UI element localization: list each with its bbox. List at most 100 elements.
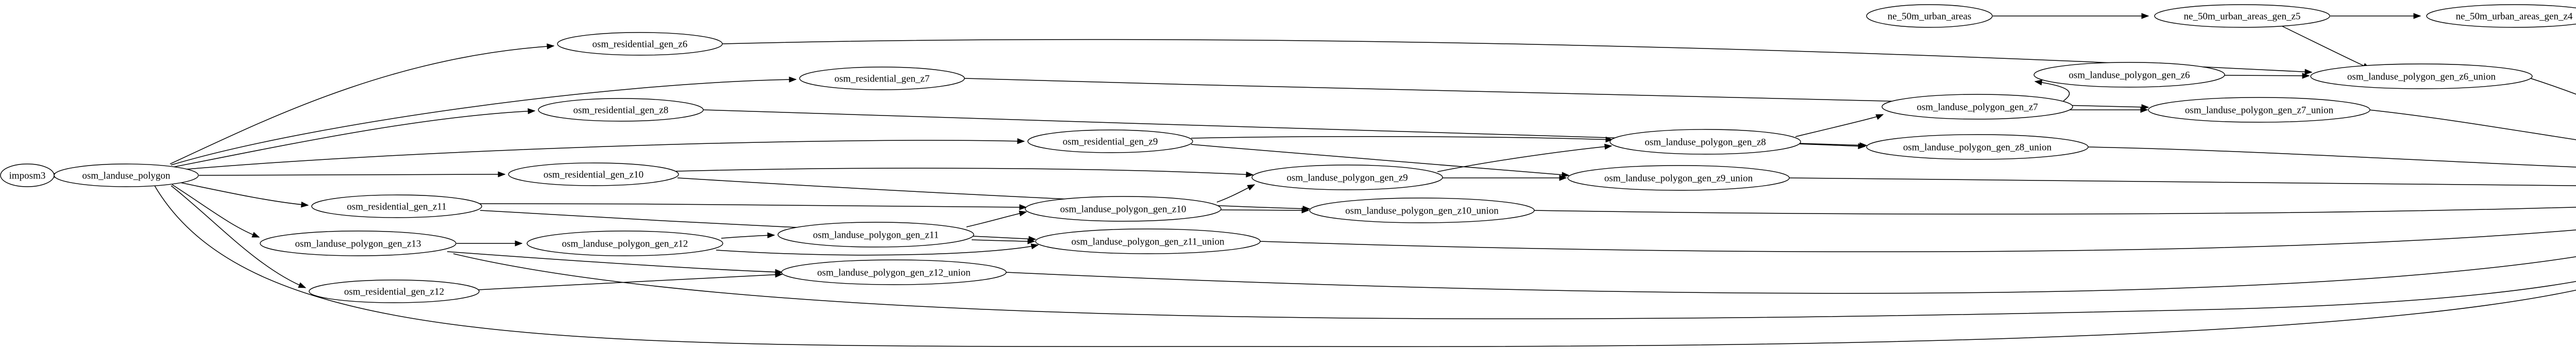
graph-node-osm_landuse_polygon_gen_z8[interactable]: osm_landuse_polygon_gen_z8 — [1609, 129, 1801, 155]
node-ellipse[interactable] — [260, 231, 456, 256]
edge-line — [170, 45, 554, 164]
edge-arrowhead — [1247, 184, 1256, 191]
graph-node-ne_50m_urban_areas[interactable]: ne_50m_urban_areas — [1866, 4, 1993, 28]
graph-edge — [2224, 73, 2310, 79]
edge-line — [1533, 206, 2576, 215]
edge-line — [2035, 81, 2070, 102]
node-ellipse[interactable] — [309, 279, 480, 303]
edge-arrowhead — [1019, 204, 1027, 210]
node-ellipse[interactable] — [1609, 129, 1801, 155]
edge-line — [1437, 145, 1612, 172]
edge-line — [966, 211, 1027, 227]
graph-node-osm_landuse_polygon_gen_z12[interactable]: osm_landuse_polygon_gen_z12 — [527, 231, 723, 256]
node-label: imposm3 — [9, 171, 46, 182]
graph-node-osm_landuse_polygon_gen_z9[interactable]: osm_landuse_polygon_gen_z9 — [1251, 164, 1443, 190]
graph-node-osm_landuse_polygon[interactable]: osm_landuse_polygon — [54, 163, 199, 187]
node-ellipse[interactable] — [1027, 129, 1193, 153]
graph-edge — [1993, 13, 2149, 19]
node-ellipse[interactable] — [1309, 198, 1535, 223]
graph-node-osm_residential_gen_z12[interactable]: osm_residential_gen_z12 — [309, 279, 480, 303]
graph-node-osm_residential_gen_z8[interactable]: osm_residential_gen_z8 — [538, 98, 704, 122]
graph-node-osm_landuse_polygon_gen_z9_union[interactable]: osm_landuse_polygon_gen_z9_union — [1567, 165, 1790, 191]
node-ellipse[interactable] — [54, 163, 199, 187]
graph-node-osm_landuse_polygon_gen_z10_union[interactable]: osm_landuse_polygon_gen_z10_union — [1309, 198, 1535, 223]
node-ellipse[interactable] — [508, 162, 679, 186]
node-ellipse[interactable] — [1866, 4, 1993, 28]
node-ellipse[interactable] — [2033, 62, 2225, 88]
graph-edge — [1005, 256, 2576, 294]
graph-node-osm_landuse_polygon_gen_z8_union[interactable]: osm_landuse_polygon_gen_z8_union — [1866, 134, 2089, 160]
graph-edge — [171, 76, 797, 166]
node-label: osm_landuse_polygon_gen_z7_union — [2185, 105, 2334, 116]
graph-edge — [721, 232, 775, 239]
node-ellipse[interactable] — [557, 32, 723, 56]
edge-arrowhead — [2141, 13, 2149, 19]
graph-node-osm_landuse_polygon_gen_z6_union[interactable]: osm_landuse_polygon_gen_z6_union — [2310, 63, 2533, 89]
graph-node-imposm3[interactable]: imposm3 — [0, 163, 55, 187]
node-label: osm_residential_gen_z7 — [835, 74, 930, 85]
graph-node-osm_landuse_polygon_gen_z7_union[interactable]: osm_landuse_polygon_gen_z7_union — [2148, 97, 2370, 123]
edge-line — [971, 239, 1035, 242]
edge-line — [172, 184, 260, 238]
node-ellipse[interactable] — [311, 194, 482, 218]
graph-node-osm_landuse_polygon_gen_z10[interactable]: osm_landuse_polygon_gen_z10 — [1025, 196, 1222, 222]
node-ellipse[interactable] — [1866, 134, 2089, 160]
node-ellipse[interactable] — [1025, 196, 1222, 222]
graph-node-osm_residential_gen_z6[interactable]: osm_residential_gen_z6 — [557, 32, 723, 56]
edge-arrowhead — [1027, 238, 1036, 244]
node-ellipse[interactable] — [2154, 4, 2330, 28]
node-ellipse[interactable] — [799, 67, 965, 90]
node-label: osm_residential_gen_z10 — [544, 170, 643, 180]
graph-node-osm_landuse_polygon_gen_z7[interactable]: osm_landuse_polygon_gen_z7 — [1882, 94, 2073, 120]
graph-node-osm_residential_gen_z7[interactable]: osm_residential_gen_z7 — [799, 67, 965, 90]
edge-arrowhead — [301, 202, 309, 208]
edge-arrowhead — [775, 269, 783, 275]
graph-edge — [1437, 143, 1613, 172]
node-ellipse[interactable] — [781, 259, 1007, 285]
edge-arrowhead — [515, 240, 523, 246]
node-ellipse[interactable] — [538, 98, 704, 122]
graph-node-osm_residential_gen_z9[interactable]: osm_residential_gen_z9 — [1027, 129, 1193, 153]
edge-arrowhead — [1019, 210, 1027, 217]
nodes-layer: imposm3 osm_landuse_polygon osm_residentia… — [0, 4, 2576, 303]
node-ellipse[interactable] — [777, 222, 974, 248]
node-ellipse[interactable] — [1882, 94, 2073, 120]
graph-node-osm_landuse_polygon_gen_z11[interactable]: osm_landuse_polygon_gen_z11 — [777, 222, 974, 248]
node-ellipse[interactable] — [1251, 164, 1443, 190]
graph-edge — [1191, 136, 1614, 143]
node-ellipse[interactable] — [2148, 97, 2370, 123]
graph-edge — [171, 185, 307, 288]
node-ellipse[interactable] — [2426, 4, 2576, 28]
node-ellipse[interactable] — [2310, 63, 2533, 89]
edge-arrowhead — [2034, 79, 2043, 86]
edge-line — [478, 274, 783, 290]
node-ellipse[interactable] — [1035, 228, 1261, 254]
edge-line — [447, 251, 783, 273]
graph-node-osm_landuse_polygon_gen_z6[interactable]: osm_landuse_polygon_gen_z6 — [2033, 62, 2225, 88]
graph-node-osm_landuse_polygon_gen_z11_union[interactable]: osm_landuse_polygon_gen_z11_union — [1035, 228, 1261, 254]
edge-line — [1788, 177, 2576, 187]
graph-node-osm_landuse_polygon_gen_z12_union[interactable]: osm_landuse_polygon_gen_z12_union — [781, 259, 1007, 285]
edge-arrowhead — [1301, 207, 1310, 213]
graph-node-ne_50m_urban_areas_gen_z4[interactable]: ne_50m_urban_areas_gen_z4 — [2426, 4, 2576, 28]
edge-line — [480, 210, 1036, 240]
graph-node-ne_50m_urban_areas_gen_z5[interactable]: ne_50m_urban_areas_gen_z5 — [2154, 4, 2330, 28]
node-ellipse[interactable] — [1567, 165, 1790, 191]
graph-node-osm_residential_gen_z11[interactable]: osm_residential_gen_z11 — [311, 194, 482, 218]
node-label: osm_residential_gen_z9 — [1063, 137, 1158, 147]
edge-line — [175, 140, 1025, 171]
edge-line — [171, 185, 306, 288]
graph-edge — [479, 203, 1027, 210]
node-ellipse[interactable] — [527, 231, 723, 256]
node-label: osm_landuse_polygon_gen_z8 — [1645, 137, 1766, 148]
edge-arrowhead — [2413, 13, 2421, 19]
graph-node-osm_landuse_polygon_gen_z13[interactable]: osm_landuse_polygon_gen_z13 — [260, 231, 456, 256]
edge-line — [2087, 146, 2576, 168]
edge-arrowhead — [2304, 69, 2313, 75]
edge-line — [2282, 26, 2370, 69]
graph-edge — [2067, 107, 2148, 113]
node-label: osm_landuse_polygon_gen_z8_union — [1903, 142, 2052, 153]
node-label: osm_residential_gen_z12 — [344, 287, 444, 298]
edge-line — [722, 39, 2312, 73]
graph-node-osm_residential_gen_z10[interactable]: osm_residential_gen_z10 — [508, 162, 679, 186]
